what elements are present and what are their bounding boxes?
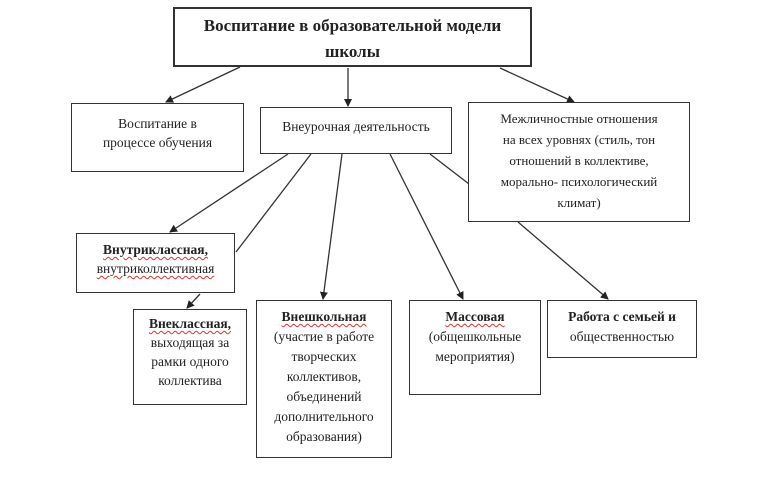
node-text: на всех уровнях (стиль, тон — [502, 132, 656, 147]
mass-node: Массовая (общешкольные мероприятия) — [409, 300, 541, 395]
node-text: выходящая за — [150, 335, 230, 350]
node-text: Внеурочная деятельность — [282, 119, 430, 134]
node-title: Массовая — [445, 309, 505, 324]
node-text: школы — [324, 42, 380, 61]
node-text: (участие в работе — [273, 329, 375, 344]
node-text: морально- психологический — [500, 174, 658, 189]
line-extra-interpersonal — [429, 153, 470, 185]
node-title: Работа с семьей и — [568, 309, 676, 324]
node-text: рамки одного — [151, 354, 229, 369]
node-text: мероприятия) — [435, 349, 515, 364]
interpersonal-node: Межличностные отношения на всех уровнях … — [468, 102, 690, 222]
arrow-root-learning — [165, 66, 241, 103]
node-text: дополнительного — [274, 409, 374, 424]
extracurricular-node: Внеурочная деятельность — [260, 107, 452, 154]
node-text: Воспитание в — [118, 116, 197, 131]
learning-node: Воспитание в процессе обучения — [71, 103, 244, 172]
node-text: коллективов, — [286, 369, 362, 384]
node-title: Внутриклассная, — [103, 242, 208, 257]
extraclass-node: Внеклассная, выходящая за рамки одного к… — [133, 309, 247, 405]
node-text: общественностью — [569, 329, 675, 344]
node-text: (общешкольные — [428, 329, 522, 344]
node-text: Воспитание в образовательной модели — [203, 16, 502, 35]
node-text: процессе обучения — [102, 135, 213, 150]
node-text: творческих — [291, 349, 357, 364]
arrow-extra-outofschool — [319, 153, 343, 300]
arrow-extra-intraclass — [169, 153, 289, 233]
node-title: Внеклассная, — [148, 316, 232, 331]
node-text: климат) — [557, 195, 601, 210]
node-text: Межличностные отношения — [500, 111, 658, 126]
intraclass-node: Внутриклассная, внутриколлективная — [76, 233, 235, 293]
root-node: Воспитание в образовательной модели школ… — [173, 7, 532, 67]
node-text: образования) — [286, 429, 362, 444]
node-title: Внешкольная — [281, 309, 367, 324]
node-text: коллектива — [158, 373, 222, 388]
outofschool-node: Внешкольная (участие в работе творческих… — [256, 300, 392, 458]
family-node: Работа с семьей и общественностью — [547, 300, 697, 358]
arrow-intraclass-extraclass — [186, 293, 201, 309]
arrow-extra-mass — [389, 153, 464, 300]
node-text: объединений — [286, 389, 362, 404]
line-extra-intraclass — [235, 153, 312, 253]
arrow-interpersonal-family — [517, 221, 609, 300]
node-text: отношений в коллективе, — [509, 153, 649, 168]
arrow-root-interpersonal — [499, 67, 575, 103]
node-text: внутриколлективная — [96, 261, 215, 276]
